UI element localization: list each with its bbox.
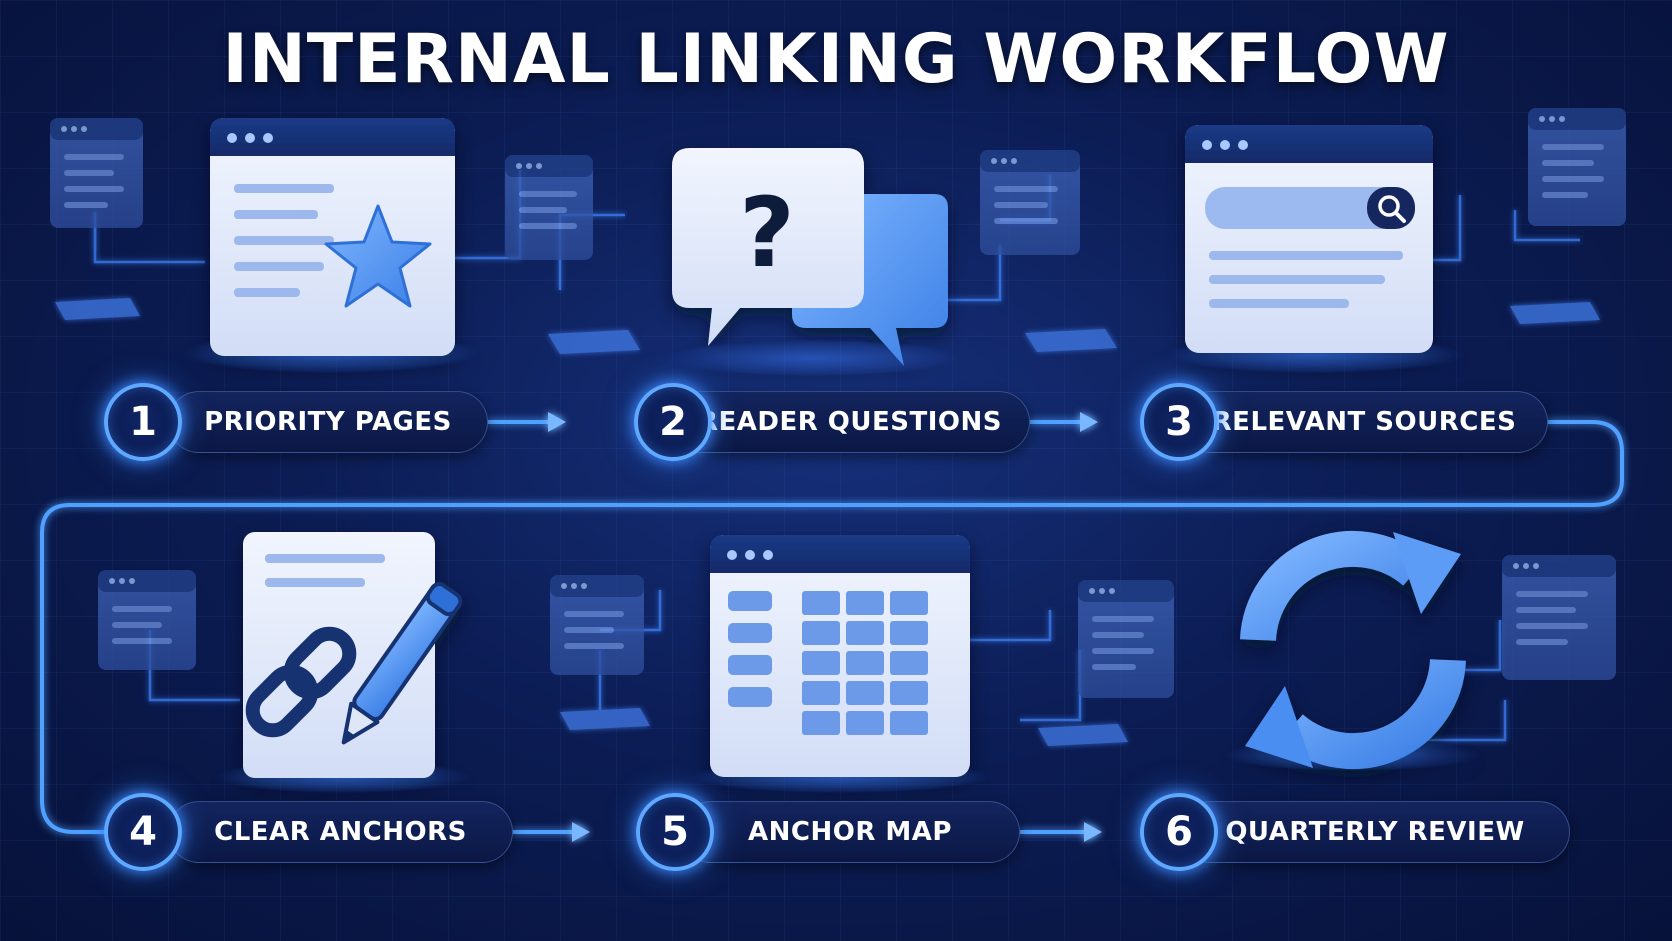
network-connector-lines <box>93 170 1580 742</box>
floor-tiles <box>55 298 1600 746</box>
step-1-number-badge: 1 <box>104 383 182 461</box>
step-4-number-badge: 4 <box>104 793 182 871</box>
step-1-label: PRIORITY PAGES <box>204 407 452 437</box>
step-5-label: ANCHOR MAP <box>748 817 952 847</box>
browser-search-icon <box>1165 125 1465 373</box>
refresh-arrows-icon <box>1223 530 1483 771</box>
step-4-label: CLEAR ANCHORS <box>214 817 467 847</box>
flow-connector <box>40 420 1624 834</box>
step-5-number-badge: 5 <box>636 793 714 871</box>
step-1-pill: PRIORITY PAGES <box>168 391 488 453</box>
flow-arrowheads <box>548 412 1102 842</box>
step-2-pill: READER QUESTIONS <box>670 391 1030 453</box>
browser-star-icon <box>180 118 480 373</box>
step-6-label: QUARTERLY REVIEW <box>1225 817 1525 847</box>
step-3-label: RELEVANT SOURCES <box>1211 407 1517 437</box>
step-6-pill: QUARTERLY REVIEW <box>1180 801 1570 863</box>
question-chat-bubbles-icon: ? <box>662 148 962 376</box>
diagram-title: INTERNAL LINKING WORKFLOW <box>222 20 1450 99</box>
step-3-pill: RELEVANT SOURCES <box>1180 391 1548 453</box>
step-4-pill: CLEAR ANCHORS <box>168 801 513 863</box>
step-2-label: READER QUESTIONS <box>697 407 1003 437</box>
step-5-pill: ANCHOR MAP <box>680 801 1020 863</box>
ghost-windows <box>50 108 1626 698</box>
svg-text:?: ? <box>739 177 795 289</box>
step-6-number-badge: 6 <box>1140 793 1218 871</box>
step-2-number-badge: 2 <box>634 383 712 461</box>
step-3-number-badge: 3 <box>1140 383 1218 461</box>
link-pencil-document-icon <box>213 532 473 793</box>
browser-table-icon <box>690 535 990 793</box>
